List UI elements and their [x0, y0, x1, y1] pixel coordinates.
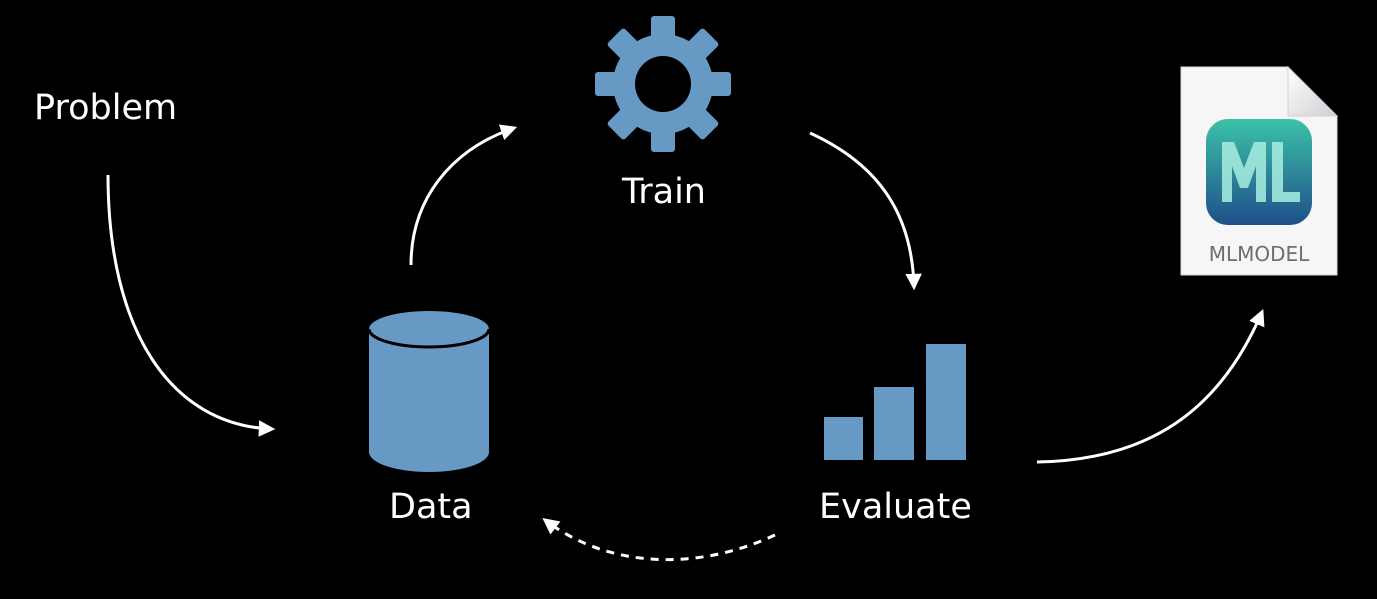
arrow-evaluate-to-mlmodel: [1036, 308, 1265, 464]
database-icon: [367, 311, 491, 472]
node-label-train: Train: [622, 172, 706, 212]
gear-icon: [595, 16, 731, 152]
arrow-data-to-train: [409, 124, 518, 266]
mlmodel-file-label: MLMODEL: [1208, 242, 1310, 266]
mlmodel-file-icon: MLMODEL: [1178, 64, 1340, 278]
node-label-evaluate: Evaluate: [819, 487, 972, 527]
bar-chart-icon: [824, 344, 966, 460]
node-label-problem: Problem: [34, 88, 178, 128]
arrow-evaluate-to-data-dashed: [542, 517, 776, 562]
arrow-problem-to-data: [106, 174, 276, 437]
arrow-train-to-evaluate: [809, 131, 922, 291]
node-label-data: Data: [389, 487, 473, 527]
